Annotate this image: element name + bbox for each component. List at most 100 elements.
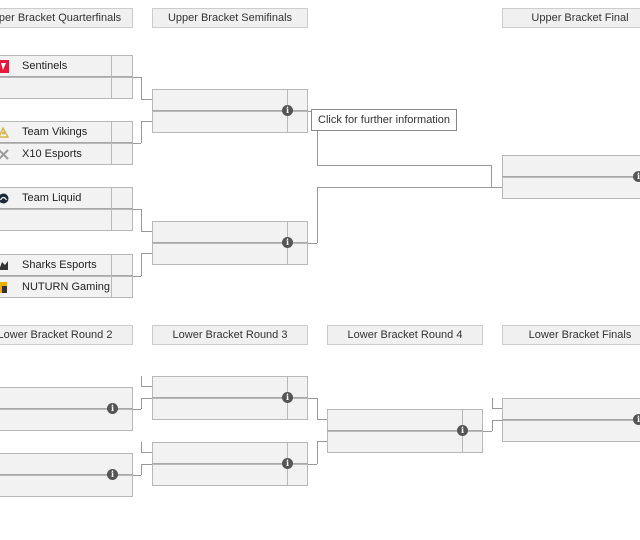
slot-empty[interactable] xyxy=(152,111,308,133)
connector-line xyxy=(141,464,152,465)
match-lbr2-2[interactable]: i xyxy=(0,453,133,497)
connector-line xyxy=(133,409,141,410)
slot-empty[interactable] xyxy=(152,221,308,243)
info-icon[interactable]: i xyxy=(282,105,293,116)
slot-empty[interactable] xyxy=(502,420,640,442)
header-upper-semifinals: Upper Bracket Semifinals xyxy=(152,8,308,28)
slot-divider xyxy=(0,142,133,143)
slot-empty[interactable] xyxy=(0,209,133,231)
slot-empty[interactable] xyxy=(0,387,133,409)
match-ubqf-2[interactable]: Team Vikings X10 Esports xyxy=(0,121,133,165)
connector-line xyxy=(141,77,142,99)
slot-empty[interactable] xyxy=(0,453,133,475)
slot-empty[interactable] xyxy=(152,89,308,111)
connector-line xyxy=(133,77,141,78)
connector-line xyxy=(133,276,141,277)
info-icon[interactable]: i xyxy=(282,392,293,403)
header-upper-quarterfinals: Upper Bracket Quarterfinals xyxy=(0,8,133,28)
connector-line xyxy=(308,398,317,399)
slot-empty[interactable] xyxy=(502,177,640,199)
connector-line xyxy=(141,464,142,475)
connector-line xyxy=(308,243,317,244)
slot-empty[interactable] xyxy=(152,442,308,464)
x10-logo-icon xyxy=(0,148,9,161)
slot-empty[interactable] xyxy=(327,409,483,431)
info-icon[interactable]: i xyxy=(107,469,118,480)
info-icon[interactable]: i xyxy=(107,403,118,414)
connector-line xyxy=(141,209,142,231)
connector-line xyxy=(317,165,491,166)
slot-empty[interactable] xyxy=(152,464,308,486)
slot-empty[interactable] xyxy=(502,398,640,420)
connector-line xyxy=(141,376,142,386)
team-name: Team Vikings xyxy=(22,126,88,138)
match-lbr4[interactable]: i xyxy=(327,409,483,453)
slot-empty[interactable] xyxy=(0,409,133,431)
slot-divider xyxy=(0,76,133,77)
slot-divider xyxy=(0,208,133,209)
match-lbr3-2[interactable]: i xyxy=(152,442,308,486)
connector-line xyxy=(492,420,493,431)
connector-line xyxy=(141,253,152,254)
slot-empty[interactable] xyxy=(152,376,308,398)
slot-empty[interactable] xyxy=(0,475,133,497)
connector-line xyxy=(141,398,152,399)
slot-sentinels[interactable]: Sentinels xyxy=(0,55,133,77)
team-name: Sharks Esports xyxy=(22,259,97,271)
connector-line xyxy=(491,187,502,188)
match-lbr2-1[interactable]: i xyxy=(0,387,133,431)
vikings-logo-icon xyxy=(0,126,9,139)
slot-liquid[interactable]: Team Liquid xyxy=(0,187,133,209)
info-tooltip: Click for further information xyxy=(311,109,458,131)
slot-empty[interactable] xyxy=(152,243,308,265)
info-icon[interactable]: i xyxy=(633,171,640,182)
connector-line xyxy=(141,253,142,276)
match-ubqf-4[interactable]: Sharks Esports NUTURN Gaming xyxy=(0,254,133,298)
match-ubsf-2[interactable]: i xyxy=(152,221,308,265)
slot-x10[interactable]: X10 Esports xyxy=(0,143,133,165)
sharks-logo-icon xyxy=(0,259,9,272)
connector-line xyxy=(317,441,327,442)
slot-empty[interactable] xyxy=(152,398,308,420)
connector-line xyxy=(317,419,327,420)
team-name: Team Liquid xyxy=(22,192,82,204)
slot-divider xyxy=(327,430,483,431)
match-ubqf-3[interactable]: Team Liquid xyxy=(0,187,133,231)
slot-nuturn[interactable]: NUTURN Gaming xyxy=(0,276,133,298)
header-lower-round-4: Lower Bracket Round 4 xyxy=(327,325,483,345)
connector-line xyxy=(317,111,318,165)
connector-line xyxy=(133,143,141,144)
info-icon[interactable]: i xyxy=(457,425,468,436)
match-ubqf-1[interactable]: Sentinels xyxy=(0,55,133,99)
info-icon[interactable]: i xyxy=(282,237,293,248)
connector-line xyxy=(141,398,142,409)
header-upper-final: Upper Bracket Final xyxy=(502,8,640,28)
header-lower-round-3: Lower Bracket Round 3 xyxy=(152,325,308,345)
connector-line xyxy=(133,209,141,210)
slot-divider xyxy=(502,176,640,177)
match-ubf[interactable]: i xyxy=(502,155,640,199)
connector-line xyxy=(141,452,152,453)
score-column xyxy=(111,254,133,298)
match-lbf[interactable]: i xyxy=(502,398,640,442)
slot-divider xyxy=(152,242,308,243)
connector-line xyxy=(492,408,502,409)
slot-empty[interactable] xyxy=(327,431,483,453)
connector-line xyxy=(483,431,492,432)
match-ubsf-1[interactable]: i xyxy=(152,89,308,133)
slot-sharks[interactable]: Sharks Esports xyxy=(0,254,133,276)
slot-divider xyxy=(0,474,133,475)
connector-line xyxy=(317,398,318,419)
connector-line xyxy=(317,187,491,188)
info-icon[interactable]: i xyxy=(633,414,640,425)
slot-vikings[interactable]: Team Vikings xyxy=(0,121,133,143)
score-column xyxy=(111,187,133,231)
team-name: X10 Esports xyxy=(22,148,82,160)
liquid-logo-icon xyxy=(0,192,9,205)
slot-empty[interactable] xyxy=(502,155,640,177)
connector-line xyxy=(308,464,317,465)
connector-line xyxy=(141,442,142,452)
match-lbr3-1[interactable]: i xyxy=(152,376,308,420)
info-icon[interactable]: i xyxy=(282,458,293,469)
slot-empty[interactable] xyxy=(0,77,133,99)
